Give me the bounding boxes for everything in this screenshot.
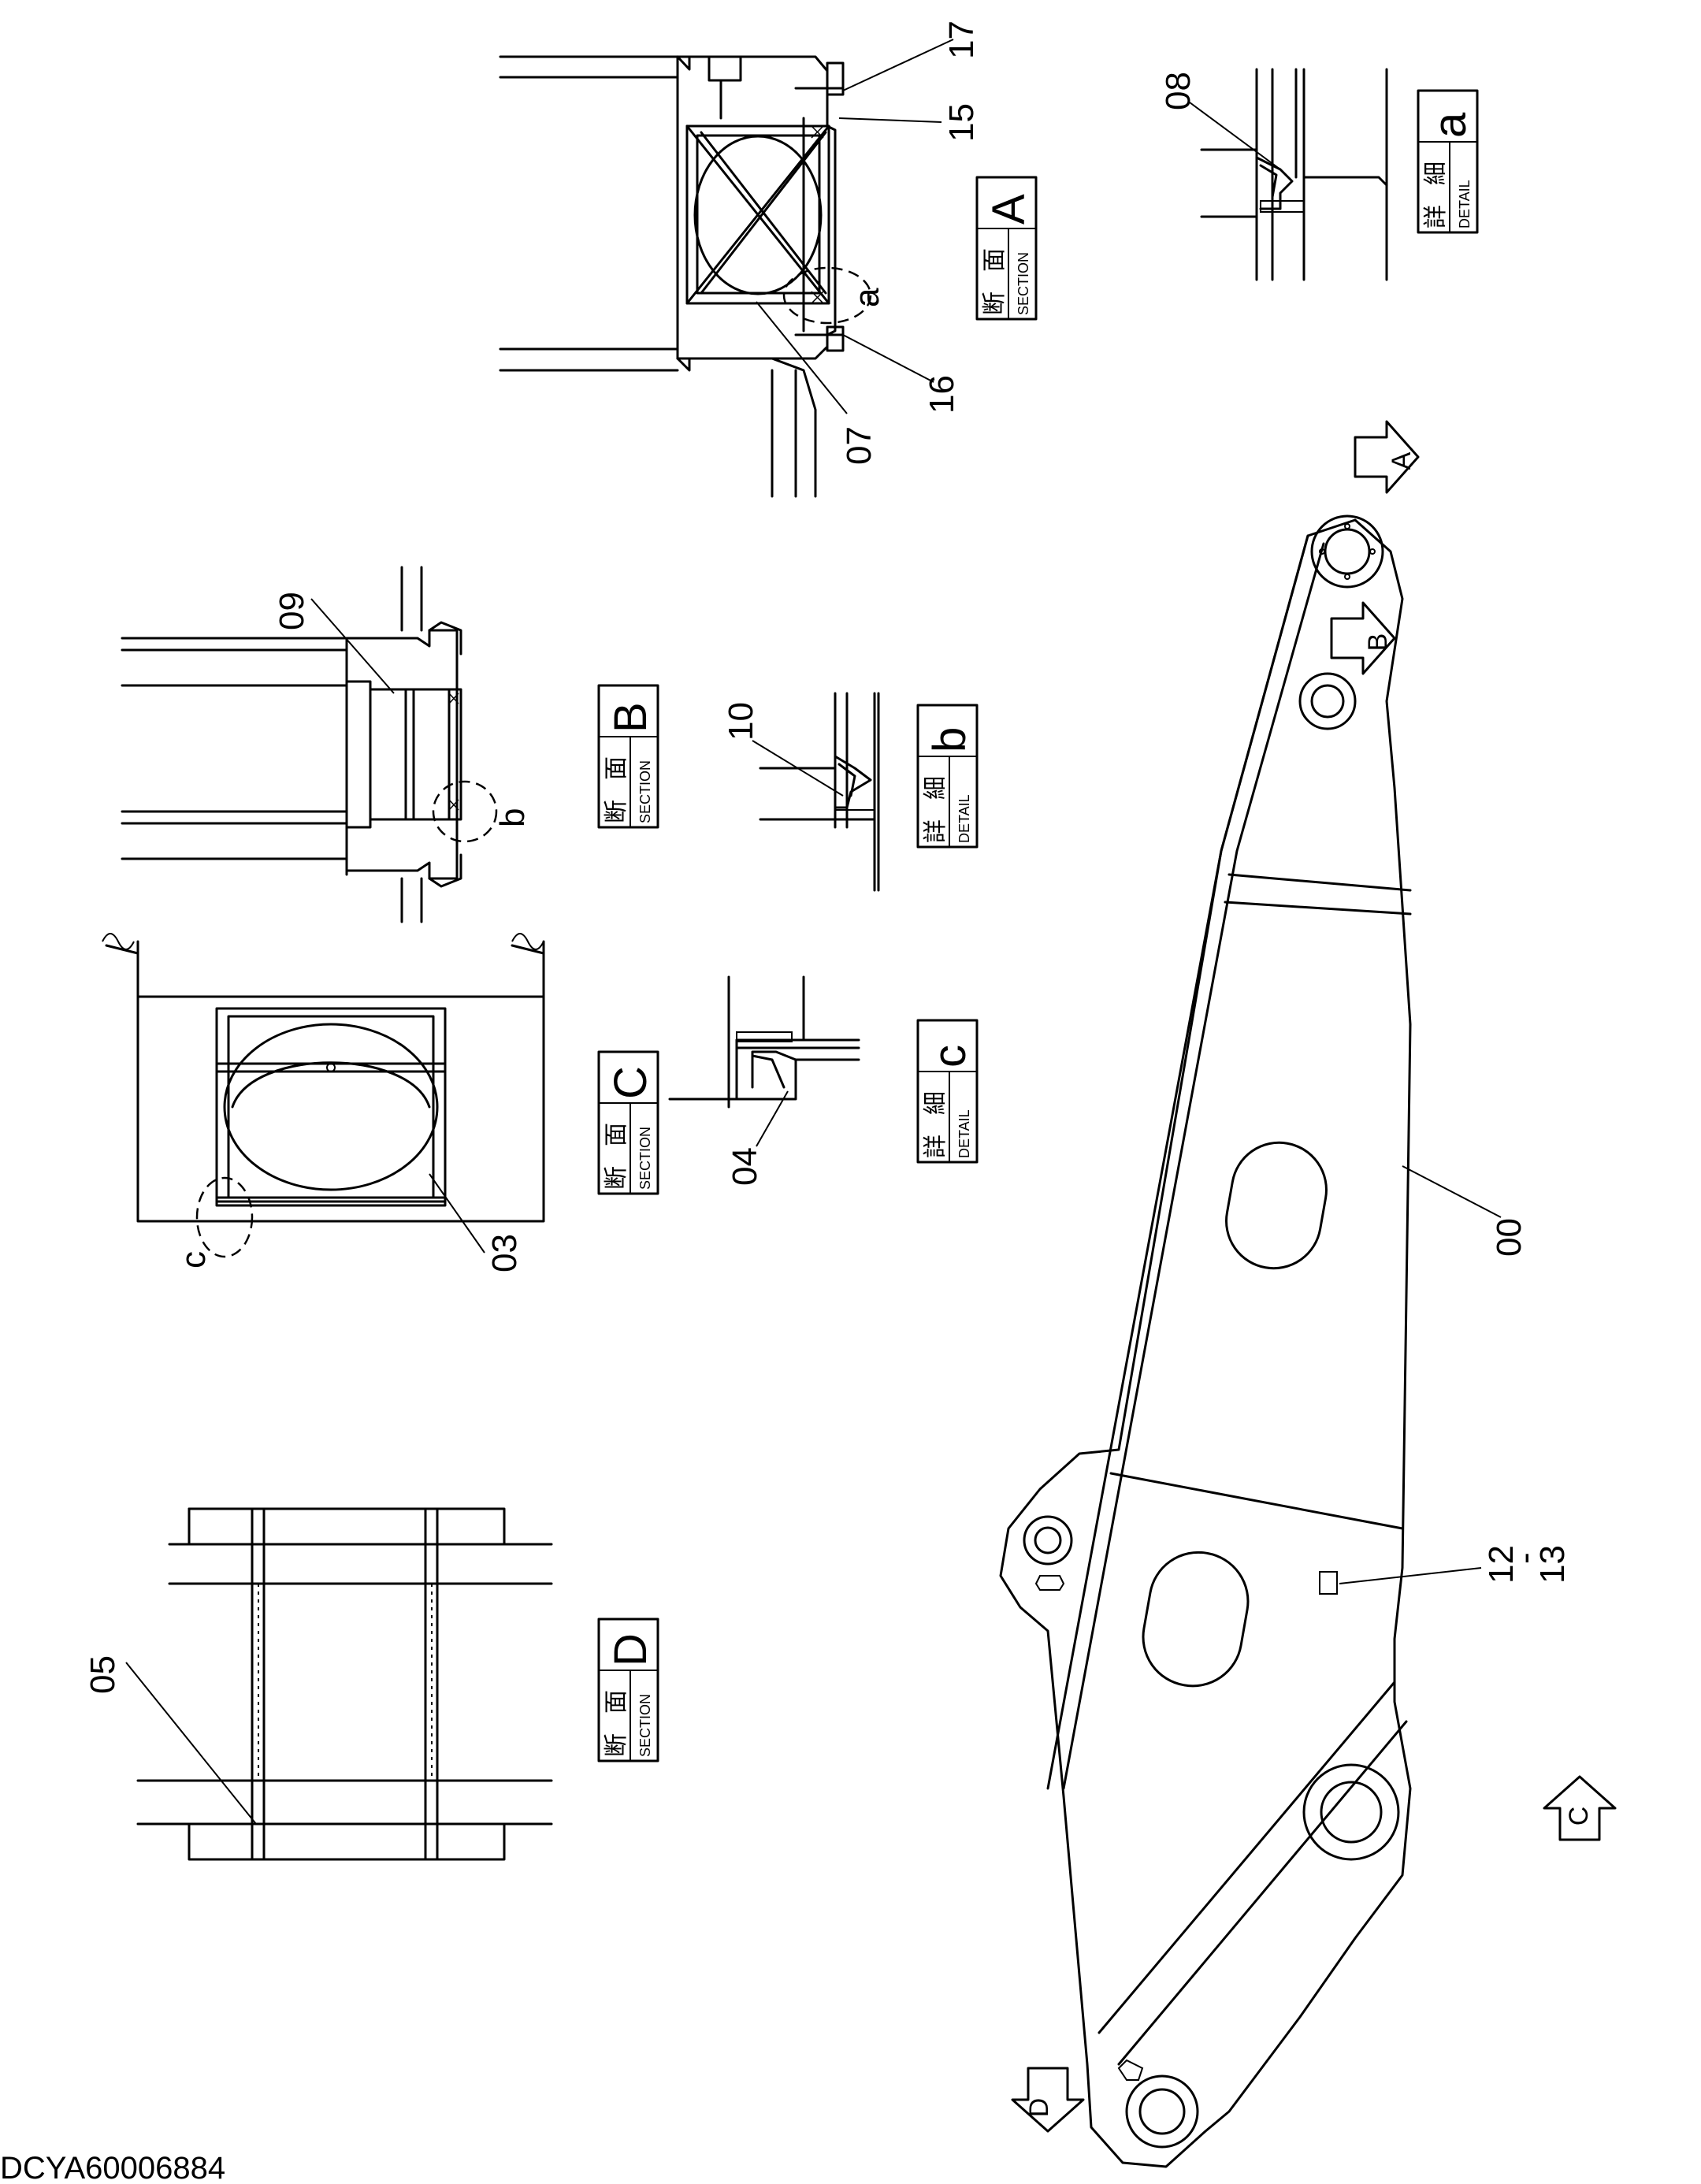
svg-text:DETAIL: DETAIL [956, 794, 972, 843]
view-arrow-c: C [1543, 1775, 1617, 1841]
callout-04: 04 [726, 1147, 764, 1186]
svg-text:D: D [1024, 2098, 1054, 2118]
svg-text:C: C [1564, 1807, 1594, 1826]
callout-12: 12 [1482, 1545, 1521, 1584]
callout-05: 05 [84, 1655, 122, 1694]
callout-09: 09 [273, 592, 311, 630]
svg-text:面: 面 [604, 756, 630, 780]
svg-text:A: A [983, 194, 1034, 225]
callout-00: 00 [1490, 1218, 1528, 1257]
svg-text:A: A [1387, 451, 1417, 470]
svg-text:面: 面 [604, 1690, 630, 1714]
callout-dash: - [1506, 1552, 1544, 1564]
detail-a-view [1200, 68, 1388, 281]
svg-text:詳: 詳 [923, 819, 949, 843]
svg-text:a: a [1424, 112, 1476, 138]
svg-text:C: C [605, 1066, 656, 1099]
callout-16: 16 [923, 375, 961, 414]
drawing-code: DCYA60006884 [0, 2151, 225, 2184]
svg-text:B: B [1363, 633, 1393, 652]
title-box-detail-b: 詳 細 DETAIL b [916, 704, 979, 849]
callout-17: 17 [942, 20, 981, 59]
svg-text:b: b [924, 727, 975, 752]
detail-b-view [759, 692, 880, 892]
detail-c-view [668, 975, 860, 1109]
callout-08: 08 [1159, 72, 1198, 110]
title-box-section-c: 断 面 SECTION C [597, 1050, 659, 1195]
svg-text:細: 細 [923, 1091, 949, 1115]
svg-text:SECTION: SECTION [637, 1694, 653, 1757]
svg-text:詳: 詳 [923, 1135, 949, 1158]
svg-text:断: 断 [604, 1166, 630, 1190]
svg-text:断: 断 [604, 1733, 630, 1757]
svg-text:c: c [924, 1045, 975, 1068]
title-box-detail-a: 詳 細 DETAIL a [1417, 89, 1479, 234]
svg-text:DETAIL: DETAIL [1457, 180, 1473, 228]
svg-text:断: 断 [982, 292, 1008, 315]
view-arrow-a: A [1354, 420, 1420, 494]
section-b-view [121, 566, 498, 923]
callout-15: 15 [942, 103, 981, 142]
svg-text:D: D [605, 1633, 656, 1666]
title-box-detail-c: 詳 細 DETAIL c [916, 1019, 979, 1164]
svg-text:細: 細 [1423, 162, 1449, 185]
section-c-view [102, 933, 545, 1258]
detail-circle-label-b: b [493, 808, 532, 827]
callout-03: 03 [485, 1234, 524, 1272]
section-d-view [136, 1507, 553, 1861]
svg-text:面: 面 [982, 248, 1008, 272]
detail-circle-label-a: a [848, 288, 886, 307]
detail-circle-label-c: c [174, 1251, 213, 1268]
svg-text:SECTION: SECTION [1016, 252, 1031, 315]
callout-10: 10 [722, 702, 760, 741]
callout-13: 13 [1533, 1545, 1572, 1584]
title-box-section-b: 断 面 SECTION B [597, 684, 659, 829]
title-box-section-a: 断 面 SECTION A [975, 176, 1038, 321]
svg-text:DETAIL: DETAIL [956, 1109, 972, 1158]
svg-text:B: B [605, 702, 656, 733]
svg-text:面: 面 [604, 1123, 630, 1146]
svg-text:断: 断 [604, 800, 630, 823]
title-box-section-d: 断 面 SECTION D [597, 1618, 659, 1762]
main-boom-view [999, 514, 1412, 2168]
svg-text:細: 細 [923, 776, 949, 800]
view-arrow-d: D [1011, 2067, 1085, 2133]
svg-text:詳: 詳 [1423, 205, 1449, 228]
svg-text:SECTION: SECTION [637, 760, 653, 823]
svg-text:SECTION: SECTION [637, 1127, 653, 1190]
callout-07: 07 [840, 426, 878, 465]
section-a-view [499, 55, 872, 498]
view-arrow-b: B [1330, 601, 1396, 675]
